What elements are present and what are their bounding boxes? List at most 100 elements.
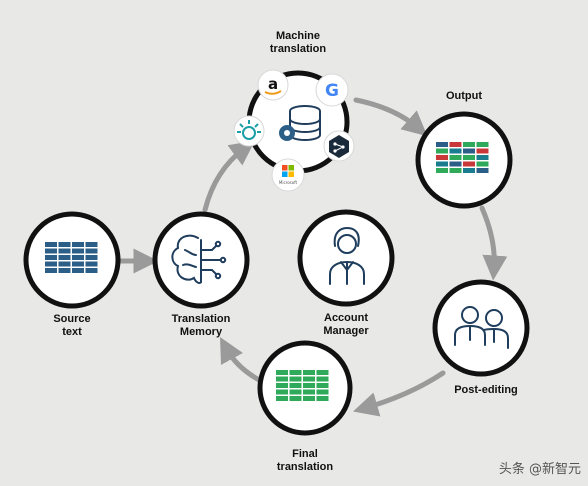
grid-cell bbox=[303, 396, 315, 401]
grid-cell bbox=[45, 261, 57, 267]
grid-cell bbox=[463, 148, 475, 154]
label-source-text: Source text bbox=[36, 313, 108, 339]
label-memory-line1: Translation bbox=[171, 313, 231, 325]
grid-cell bbox=[289, 376, 302, 382]
grid-cell bbox=[476, 148, 489, 154]
output-grid-icon bbox=[436, 142, 489, 173]
people-icon bbox=[454, 306, 509, 349]
grid-cell bbox=[316, 370, 329, 375]
grid-cell bbox=[303, 389, 315, 395]
grid-cell bbox=[289, 389, 302, 395]
node-output bbox=[415, 111, 513, 209]
grid-cell bbox=[436, 168, 448, 173]
label-machine-translation: Machine translation bbox=[248, 30, 348, 56]
grid-cell bbox=[476, 142, 489, 147]
grid-cell bbox=[58, 261, 71, 267]
grid-cell bbox=[45, 242, 57, 247]
label-machine-line2: translation bbox=[269, 43, 327, 55]
grid-cell bbox=[58, 248, 71, 254]
grid-cell bbox=[436, 155, 448, 160]
grid-cell bbox=[476, 168, 489, 173]
grid-cell bbox=[449, 155, 462, 160]
grid-cell bbox=[276, 383, 288, 388]
grid-cell bbox=[476, 161, 489, 167]
grid-cell bbox=[436, 161, 448, 167]
grid-cell bbox=[289, 396, 302, 401]
node-machine-translation: a G Microsoft bbox=[233, 69, 355, 192]
grid-cell bbox=[276, 370, 288, 375]
grid-cell bbox=[85, 268, 98, 273]
database-gear-icon bbox=[279, 105, 321, 141]
ibm-watson-logo bbox=[233, 115, 265, 147]
grid-cell bbox=[72, 261, 84, 267]
grid-cell bbox=[303, 370, 315, 375]
arrow-machine-to-output bbox=[353, 97, 428, 137]
watermark: 头条 @新智元 bbox=[498, 462, 581, 477]
node-translation-memory bbox=[152, 211, 250, 309]
amazon-logo-letter: a bbox=[268, 75, 278, 93]
grid-cell bbox=[436, 148, 448, 154]
grid-cell bbox=[449, 168, 462, 173]
node-source-text bbox=[23, 211, 121, 309]
label-final-line2: translation bbox=[276, 461, 334, 473]
grid-cell bbox=[72, 255, 84, 260]
node-account-manager bbox=[297, 209, 395, 307]
grid-cell bbox=[463, 168, 475, 173]
grid-cell bbox=[58, 255, 71, 260]
arrow-memory-to-machine bbox=[202, 140, 256, 213]
grid-cell bbox=[85, 242, 98, 247]
grid-cell bbox=[303, 383, 315, 388]
grid-cell bbox=[316, 376, 329, 382]
grid-cell bbox=[45, 268, 57, 273]
grid-cell bbox=[463, 142, 475, 147]
brain-icon bbox=[171, 234, 227, 284]
grid-cell bbox=[316, 389, 329, 395]
grid-cell bbox=[316, 383, 329, 388]
label-source-line1: Source bbox=[53, 313, 91, 325]
grid-cell bbox=[449, 161, 462, 167]
grid-cell bbox=[436, 142, 448, 147]
grid-cell bbox=[58, 268, 71, 273]
grid-cell bbox=[58, 242, 71, 247]
grid-cell bbox=[276, 376, 288, 382]
grid-cell bbox=[45, 248, 57, 254]
label-output-line1: Output bbox=[445, 90, 483, 102]
node-final-translation bbox=[257, 340, 353, 436]
google-logo-letter: G bbox=[325, 81, 339, 101]
grid-cell bbox=[463, 161, 475, 167]
label-account-manager: Account Manager bbox=[306, 312, 386, 338]
label-final-line1: Final bbox=[292, 448, 318, 460]
grid-cell bbox=[85, 255, 98, 260]
grid-cell bbox=[72, 248, 84, 254]
label-manager-line2: Manager bbox=[323, 325, 369, 337]
arrow-postediting-to-final bbox=[352, 370, 446, 417]
grid-cell bbox=[449, 142, 462, 147]
label-output: Output bbox=[424, 90, 504, 103]
label-postediting-line1: Post-editing bbox=[454, 384, 518, 396]
label-manager-line1: Account bbox=[324, 312, 368, 324]
grid-cell bbox=[276, 396, 288, 401]
grid-cell bbox=[476, 155, 489, 160]
amazon-logo: a bbox=[257, 69, 289, 101]
grid-cell bbox=[449, 148, 462, 154]
google-logo: G bbox=[315, 73, 349, 107]
label-post-editing: Post-editing bbox=[436, 384, 536, 397]
grid-cell bbox=[72, 268, 84, 273]
final-grid-icon bbox=[276, 370, 329, 401]
label-memory-line2: Memory bbox=[179, 326, 223, 338]
node-post-editing bbox=[432, 279, 530, 377]
label-machine-line1: Machine bbox=[275, 30, 320, 42]
grid-cell bbox=[316, 396, 329, 401]
manager-person-icon bbox=[329, 226, 365, 285]
grid-cell bbox=[463, 155, 475, 160]
grid-cell bbox=[276, 389, 288, 395]
grid-cell bbox=[85, 261, 98, 267]
grid-cell bbox=[45, 255, 57, 260]
arrow-output-to-postediting bbox=[479, 205, 508, 281]
label-source-line2: text bbox=[62, 326, 82, 338]
label-translation-memory: Translation Memory bbox=[156, 313, 246, 339]
grid-cell bbox=[289, 383, 302, 388]
label-final-translation: Final translation bbox=[260, 448, 350, 474]
